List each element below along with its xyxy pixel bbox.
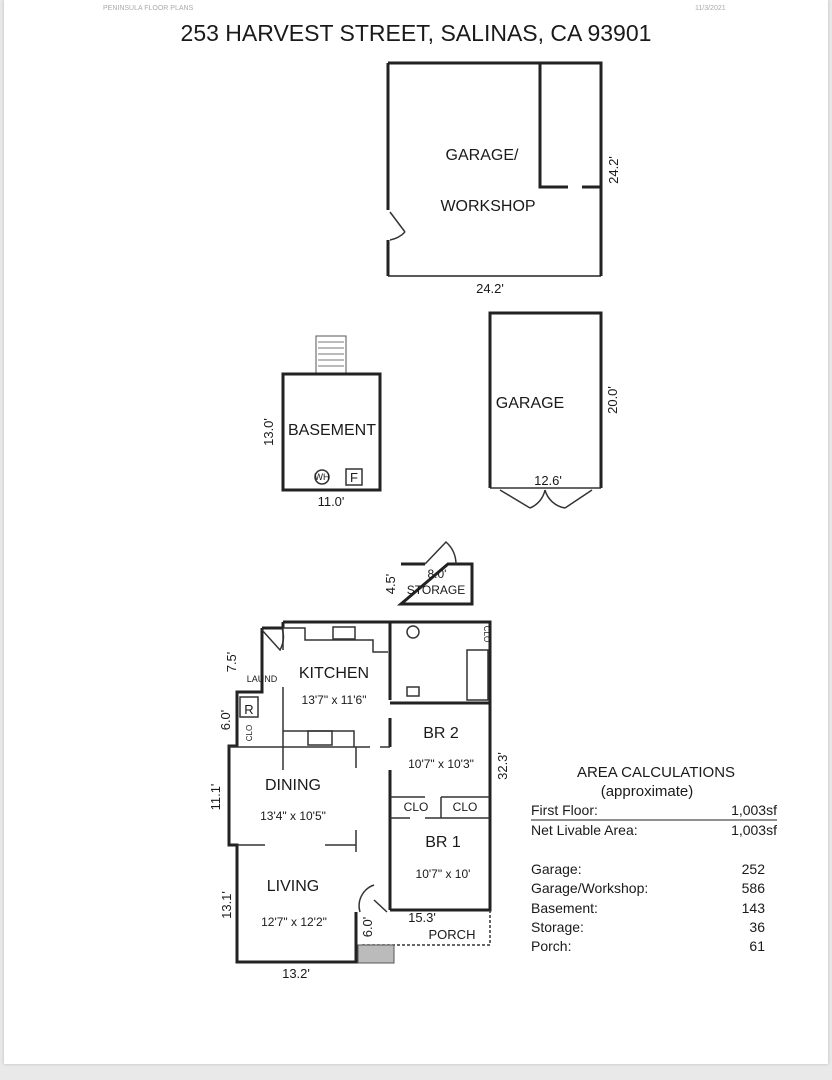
room-label: LAUND [247,674,278,684]
room-size: 10'7" x 10' [416,867,471,881]
room-label: GARAGE/ [446,147,519,164]
room-label: PORCH [429,927,476,942]
closet-label: CLO [482,626,491,642]
date: 11/3/2021 [695,5,726,12]
room-size: 10'7" x 10'3" [408,757,474,771]
room-label: LIVING [267,878,319,895]
closet-label: CLO [404,800,429,814]
area-label: Basement: [531,900,598,916]
dimension: 8.0' [428,567,447,581]
area-calculations: AREA CALCULATIONS (approximate) First Fl… [531,764,777,954]
area-value: 61 [749,938,765,954]
area-label: Net Livable Area: [531,822,638,838]
area-subtitle: (approximate) [601,783,694,800]
floor-plan-page [4,0,828,1064]
room-label: STORAGE [407,583,465,597]
dimension: 7.5' [224,652,239,673]
company-name: PENINSULA FLOOR PLANS [103,5,194,12]
basement: BASEMENT WH F 11.0' 13.0' [261,335,382,509]
dimension: 13.0' [261,418,276,446]
dimension: 13.1' [219,891,234,919]
area-value: 586 [742,880,766,896]
garage: GARAGE 12.6' 20.0' [488,311,620,509]
dimension: 20.0' [605,386,620,414]
dimension: 13.2' [282,966,310,981]
room-size: 13'7" x 11'6" [302,693,367,707]
dimension: 6.0' [218,710,233,731]
room-label: BR 2 [423,725,459,742]
area-label: Storage: [531,919,584,935]
area-value: 36 [749,919,765,935]
area-label: Garage/Workshop: [531,880,648,896]
page-title: 253 HARVEST STREET, SALINAS, CA 93901 [181,20,652,46]
dimension: 4.5' [383,574,398,595]
storage: 8.0' STORAGE 4.5' [383,540,474,606]
main-floor: R CLO LAUND CLO CLO CLO KITCHEN 13'7" x … [208,620,510,981]
area-value: 252 [742,861,766,877]
room-label: KITCHEN [299,665,369,682]
refrigerator-label: R [244,702,253,717]
garage-workshop: GARAGE/ WORKSHOP 24.2' 24.2' [386,61,621,296]
furnace-label: F [350,470,358,485]
water-heater-label: WH [315,472,330,482]
dimension: 15.3' [408,910,436,925]
dimension: 24.2' [476,281,504,296]
dimension: 11.1' [208,784,223,811]
area-title: AREA CALCULATIONS [577,764,735,781]
area-label: First Floor: [531,802,598,818]
area-label: Garage: [531,861,582,877]
room-size: 13'4" x 10'5" [260,809,326,823]
dimension: 12.6' [534,473,562,488]
closet-label: CLO [453,800,478,814]
dimension: 11.0' [318,494,345,509]
room-label: BR 1 [425,834,461,851]
room-label: WORKSHOP [440,198,535,215]
dimension: 24.2' [606,156,621,184]
room-label: GARAGE [496,395,564,412]
area-value: 1,003sf [731,822,777,838]
area-value: 1,003sf [731,802,777,818]
dimension: 32.3' [495,752,510,780]
room-size: 12'7" x 12'2" [261,915,327,929]
dimension: 6.0' [360,917,375,938]
area-value: 143 [742,900,766,916]
room-label: DINING [265,777,321,794]
room-label: BASEMENT [288,422,376,439]
area-label: Porch: [531,938,571,954]
closet-label: CLO [245,725,254,741]
